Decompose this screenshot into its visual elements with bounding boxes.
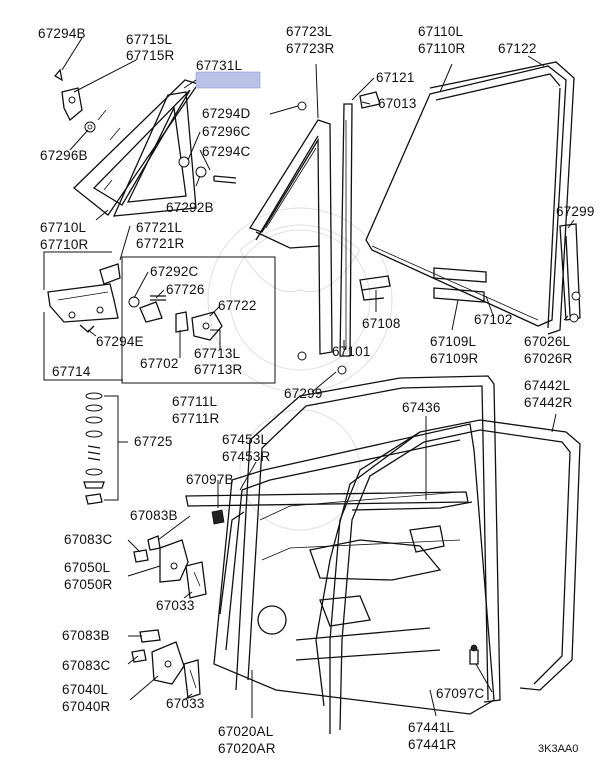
label-67715L: 67715L xyxy=(126,32,173,47)
label-67722: 67722 xyxy=(218,298,257,313)
label-67110R: 67110R xyxy=(418,41,466,56)
label-67121: 67121 xyxy=(376,70,415,85)
label-67026R: 67026R xyxy=(524,351,573,366)
clip-67097B xyxy=(211,509,225,525)
label-67109L: 67109L xyxy=(430,334,477,349)
glass-run xyxy=(429,61,575,335)
upper-pivot-hardware xyxy=(54,68,237,184)
label-67033-lower: 67033 xyxy=(166,696,205,711)
label-67294D: 67294D xyxy=(202,106,251,121)
label-67020AR: 67020AR xyxy=(218,741,276,756)
label-67299-lower: 67299 xyxy=(284,386,323,401)
label-67442R: 67442R xyxy=(524,395,573,410)
label-67702: 67702 xyxy=(140,356,179,371)
label-67710R: 67710R xyxy=(40,237,89,252)
label-67050L: 67050L xyxy=(64,560,111,575)
label-67441L: 67441L xyxy=(408,720,455,735)
lower-pivot-bracket xyxy=(47,263,121,333)
label-67292C: 67292C xyxy=(150,264,199,279)
upper-hinge xyxy=(133,535,207,599)
label-67296B: 67296B xyxy=(40,148,88,163)
label-67083C-upper: 67083C xyxy=(64,532,113,547)
label-67292B: 67292B xyxy=(166,200,214,215)
rear-guide-67026 xyxy=(559,223,581,321)
label-67122: 67122 xyxy=(498,41,537,56)
door-shell xyxy=(213,423,495,715)
quarter-frame xyxy=(249,119,333,355)
label-67441R: 67441R xyxy=(408,737,457,752)
label-67020AL: 67020AL xyxy=(218,724,274,739)
label-67723L: 67723L xyxy=(286,24,333,39)
label-67436: 67436 xyxy=(402,400,441,415)
body-weatherstrip xyxy=(329,419,581,734)
label-67726: 67726 xyxy=(166,282,205,297)
regulator-hardware xyxy=(128,295,223,341)
door-weatherstrip xyxy=(235,375,501,703)
part-labels: 67294B 67715L 67715R 67731L 67294D 67296… xyxy=(38,24,595,756)
label-67711R: 67711R xyxy=(172,411,220,426)
label-67721R: 67721R xyxy=(136,236,185,251)
label-67453R: 67453R xyxy=(222,449,271,464)
sub-assembly-box xyxy=(121,256,276,384)
label-67713L: 67713L xyxy=(194,346,241,361)
rear-run-channel xyxy=(339,103,353,357)
opening-trim xyxy=(315,431,421,707)
label-67715R: 67715R xyxy=(126,48,175,63)
label-67721L: 67721L xyxy=(136,220,183,235)
label-67296C: 67296C xyxy=(202,124,251,139)
label-67713R: 67713R xyxy=(194,362,243,377)
label-67723R: 67723R xyxy=(286,41,335,56)
label-67040L: 67040L xyxy=(62,682,109,697)
label-67294B: 67294B xyxy=(38,26,86,41)
label-67294E: 67294E xyxy=(96,334,144,349)
label-67731L: 67731L xyxy=(196,58,243,73)
label-67453L: 67453L xyxy=(222,432,269,447)
leader-lines xyxy=(61,37,575,718)
label-67083B-upper: 67083B xyxy=(130,508,178,523)
label-67097B: 67097B xyxy=(186,472,234,487)
label-67013: 67013 xyxy=(378,96,417,111)
label-67097C: 67097C xyxy=(436,686,485,701)
label-67108: 67108 xyxy=(362,316,401,331)
label-67083C-lower: 67083C xyxy=(62,658,111,673)
diagram-code: 3K3AA0 xyxy=(538,743,578,755)
fasteners xyxy=(297,91,581,375)
lower-hinge xyxy=(131,629,201,699)
vent-window-glass xyxy=(73,79,200,216)
label-67083B-lower: 67083B xyxy=(62,628,110,643)
glass-channels xyxy=(359,267,487,303)
label-67299-upper: 67299 xyxy=(556,204,595,219)
label-67109R: 67109R xyxy=(430,351,479,366)
main-glass xyxy=(365,65,567,327)
label-67725: 67725 xyxy=(134,434,173,449)
washer-stack xyxy=(83,392,128,505)
label-67711L: 67711L xyxy=(172,394,218,409)
label-67442L: 67442L xyxy=(524,378,571,393)
label-67714: 67714 xyxy=(52,364,91,379)
label-67033-upper: 67033 xyxy=(156,598,195,613)
highlight-swatch xyxy=(195,71,261,89)
label-67026L: 67026L xyxy=(524,334,571,349)
label-67710L: 67710L xyxy=(40,220,87,235)
label-67050R: 67050R xyxy=(64,577,113,592)
label-67102: 67102 xyxy=(474,312,513,327)
belt-moulding xyxy=(185,491,473,511)
label-67294C: 67294C xyxy=(202,144,251,159)
label-67110L: 67110L xyxy=(418,24,464,39)
clip-67097C xyxy=(469,644,479,665)
label-67040R: 67040R xyxy=(62,699,111,714)
vent-window-frame xyxy=(112,91,197,217)
label-67101: 67101 xyxy=(332,344,371,359)
group-bracket-67714 xyxy=(43,251,123,381)
